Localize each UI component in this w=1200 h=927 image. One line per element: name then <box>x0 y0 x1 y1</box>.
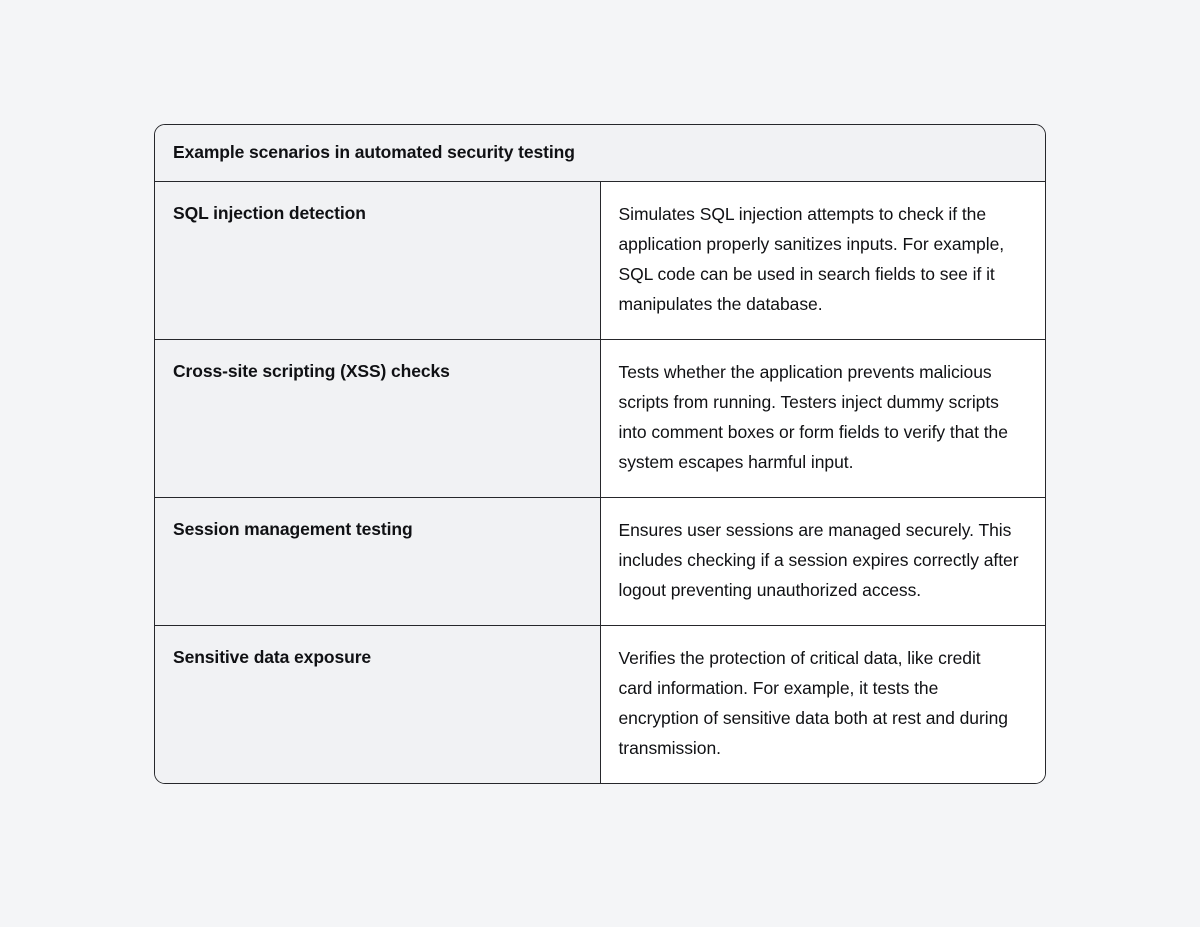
scenario-term: SQL injection detection <box>155 181 601 340</box>
scenario-description: Simulates SQL injection attempts to chec… <box>600 181 1045 340</box>
table-row: Session management testing Ensures user … <box>155 497 1045 626</box>
scenario-term: Session management testing <box>155 497 601 626</box>
scenario-term: Cross-site scripting (XSS) checks <box>155 339 601 498</box>
table-title: Example scenarios in automated security … <box>155 125 1045 182</box>
scenario-description: Ensures user sessions are managed secure… <box>600 497 1045 626</box>
table-row: Cross-site scripting (XSS) checks Tests … <box>155 339 1045 498</box>
table-row: SQL injection detection Simulates SQL in… <box>155 181 1045 340</box>
table-body: SQL injection detection Simulates SQL in… <box>155 181 1045 783</box>
security-scenarios-table-card: Example scenarios in automated security … <box>154 124 1046 784</box>
scenario-description: Verifies the protection of critical data… <box>600 625 1045 783</box>
table-header-row: Example scenarios in automated security … <box>155 125 1045 182</box>
scenario-description: Tests whether the application prevents m… <box>600 339 1045 498</box>
table-head: Example scenarios in automated security … <box>155 125 1045 182</box>
table-row: Sensitive data exposure Verifies the pro… <box>155 625 1045 783</box>
security-scenarios-table: Example scenarios in automated security … <box>155 125 1045 783</box>
scenario-term: Sensitive data exposure <box>155 625 601 783</box>
